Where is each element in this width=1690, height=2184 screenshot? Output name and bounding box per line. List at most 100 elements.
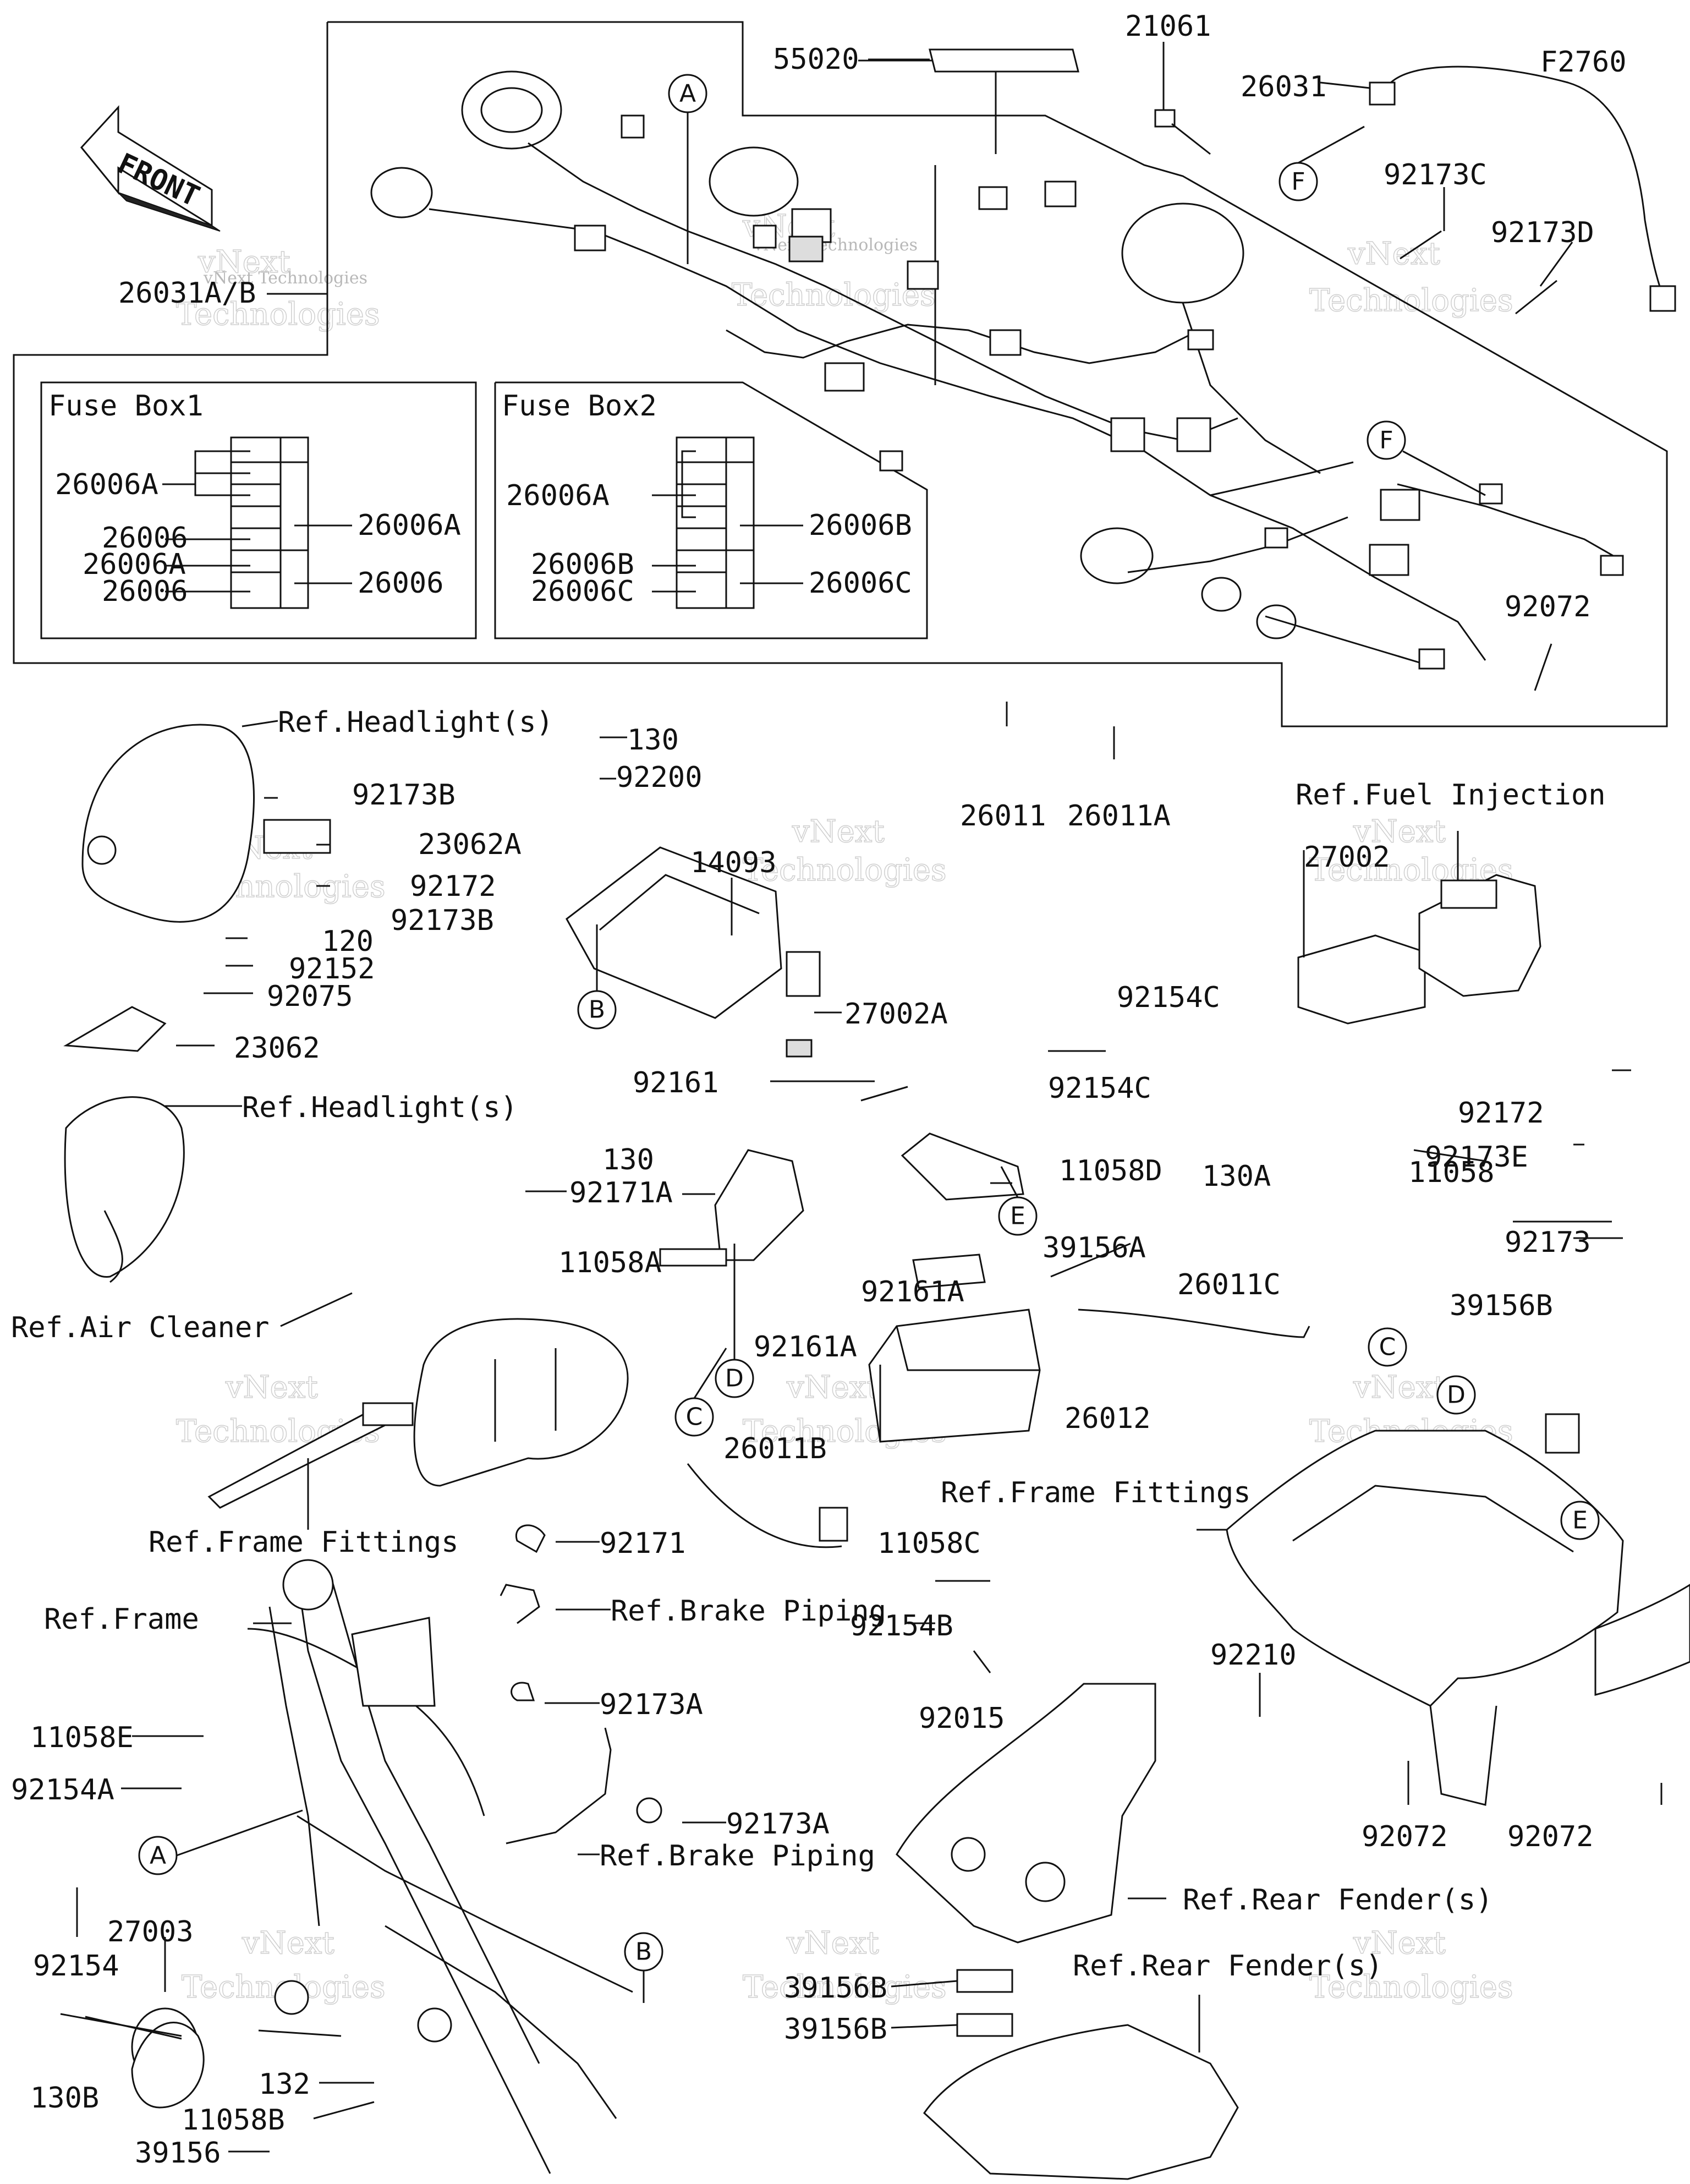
battery-case — [1226, 1430, 1690, 1806]
part-label-132: 132 — [259, 2068, 310, 2101]
part-label-27002a: 27002A — [844, 998, 948, 1031]
part-label-92072-top: 92072 — [1505, 590, 1591, 623]
callouts: A F F B E D C C D E A B — [138, 74, 1600, 2003]
callout-e-right: E — [1572, 1507, 1588, 1535]
part-label-14093: 14093 — [690, 846, 777, 879]
fuse2-label-1: 26006A — [506, 479, 610, 512]
ref-headlight-bottom: Ref.Headlight(s) — [242, 1091, 518, 1124]
headlight-drawing — [63, 724, 331, 1283]
callout-f-top: F — [1291, 168, 1305, 196]
part-label-27002: 27002 — [1304, 841, 1390, 874]
part-label-92173c: 92173C — [1384, 158, 1487, 191]
svg-text:Technologies: Technologies — [1309, 1969, 1513, 2005]
main-harness — [370, 48, 1624, 670]
fuse1-label-6: 26006 — [358, 567, 444, 600]
battery-26012 — [687, 1254, 1310, 1548]
fuse-box-1-title: Fuse Box1 — [48, 390, 204, 423]
part-label-92075: 92075 — [267, 980, 353, 1013]
part-label-26011b: 26011B — [723, 1432, 827, 1465]
front-arrow-icon: FRONT — [80, 105, 221, 232]
svg-text:Technologies: Technologies — [732, 277, 936, 313]
part-label-11058b: 11058B — [182, 2104, 285, 2137]
svg-text:vNext: vNext — [1353, 1925, 1446, 1961]
part-label-130a: 130A — [1202, 1160, 1271, 1193]
svg-text:vNext: vNext — [225, 1370, 318, 1405]
svg-text:Technologies: Technologies — [1309, 283, 1513, 319]
part-label-92154: 92154 — [33, 1950, 119, 1983]
ref-air-cleaner: Ref.Air Cleaner — [11, 1311, 270, 1344]
callout-b-bottom: B — [635, 1938, 652, 1966]
fuse2-label-4: 26006B — [531, 548, 634, 581]
rear-fender — [896, 1413, 1580, 2180]
part-label-92154c-a: 92154C — [1117, 981, 1220, 1014]
callout-a-top: A — [679, 80, 696, 108]
ref-frame-fittings-left: Ref.Frame Fittings — [149, 1526, 459, 1559]
tray-14093 — [566, 846, 821, 1058]
svg-text:vNext: vNext — [197, 244, 290, 280]
watermark-2: vNext Technologies — [203, 269, 367, 288]
callout-d-mid: D — [725, 1365, 744, 1393]
part-label-26031: 26031 — [1241, 70, 1327, 103]
fuse1-label-2: 26006 — [102, 522, 188, 555]
part-label-92161a: 92161A — [861, 1276, 964, 1309]
fuse1-label-5: 26006A — [358, 509, 461, 542]
part-label-26011: 26011 — [960, 800, 1046, 833]
svg-text:Technologies: Technologies — [743, 1969, 947, 2005]
svg-text:vNext: vNext — [242, 1925, 334, 1961]
ref-brake-piping-a: Ref.Brake Piping — [611, 1595, 886, 1628]
cable-26031 — [1320, 65, 1676, 315]
fuse-box-2: Fuse Box2 26006A 26006B 26006C 26006B 26… — [494, 381, 928, 639]
part-label-23062: 23062 — [234, 1032, 320, 1065]
part-label-92171a: 92171A — [569, 1176, 673, 1209]
svg-text:vNext: vNext — [1353, 814, 1446, 850]
callout-f-mid: F — [1379, 426, 1393, 455]
fuse1-label-3: 26006A — [83, 548, 186, 581]
part-label-11058d: 11058D — [1059, 1154, 1162, 1187]
part-label-92072-a: 92072 — [1362, 1820, 1448, 1853]
part-label-55020: 55020 — [773, 43, 859, 76]
fuse1-label-1: 26006A — [55, 468, 158, 501]
svg-text:vNext: vNext — [786, 1925, 879, 1961]
part-label-92210: 92210 — [1210, 1639, 1297, 1672]
part-label-130b: 130B — [30, 2082, 99, 2115]
ref-rear-fender-a: Ref.Rear Fender(s) — [1183, 1884, 1493, 1917]
svg-text:Technologies: Technologies — [176, 297, 380, 332]
part-label-92154b: 92154B — [850, 1610, 953, 1643]
part-label-92173: 92173 — [1505, 1226, 1591, 1259]
part-label-11058a: 11058A — [558, 1246, 662, 1279]
part-label-92173d: 92173D — [1491, 216, 1594, 249]
part-label-92172-left: 92172 — [410, 870, 496, 903]
part-label-92154c-b: 92154C — [1048, 1072, 1151, 1105]
fuse-box-2-title: Fuse Box2 — [502, 390, 657, 423]
part-label-92171: 92171 — [600, 1527, 686, 1560]
frame-drawing — [131, 1559, 633, 2174]
part-label-26011a: 26011A — [1067, 800, 1171, 833]
callout-c-right: C — [1379, 1333, 1396, 1361]
part-label-39156b-a: 39156B — [784, 1972, 887, 2005]
ref-frame: Ref.Frame — [44, 1603, 199, 1636]
part-label-92200: 92200 — [616, 761, 703, 794]
part-label-92015: 92015 — [919, 1702, 1005, 1735]
part-label-39156b-right: 39156B — [1450, 1289, 1553, 1322]
part-label-92172: 92172 — [1458, 1097, 1544, 1130]
part-label-26012: 26012 — [1065, 1402, 1151, 1435]
part-label-11058e: 11058E — [30, 1721, 134, 1754]
callout-c-mid: C — [686, 1403, 703, 1431]
part-label-21061: 21061 — [1125, 10, 1211, 43]
callout-a-bottom: A — [150, 1842, 166, 1870]
svg-text:vNext: vNext — [786, 1370, 879, 1405]
part-label-92161a-b: 92161A — [754, 1331, 857, 1364]
svg-text:vNext: vNext — [792, 814, 885, 850]
part-label-130: 130 — [627, 724, 679, 757]
part-label-120: 120 — [322, 925, 374, 958]
part-label-23062a: 23062A — [418, 828, 522, 861]
ref-frame-fittings-right: Ref.Frame Fittings — [941, 1476, 1251, 1509]
part-label-26011c: 26011C — [1177, 1268, 1281, 1301]
watermark-1: vNext Technologies — [753, 236, 918, 255]
part-label-92173b-a: 92173B — [352, 779, 456, 812]
air-cleaner-drawing — [207, 1318, 629, 1509]
part-label-26031ab: 26031A/B — [118, 277, 256, 310]
part-label-92173b-b: 92173B — [391, 904, 494, 937]
callout-b-mid: B — [589, 996, 605, 1024]
